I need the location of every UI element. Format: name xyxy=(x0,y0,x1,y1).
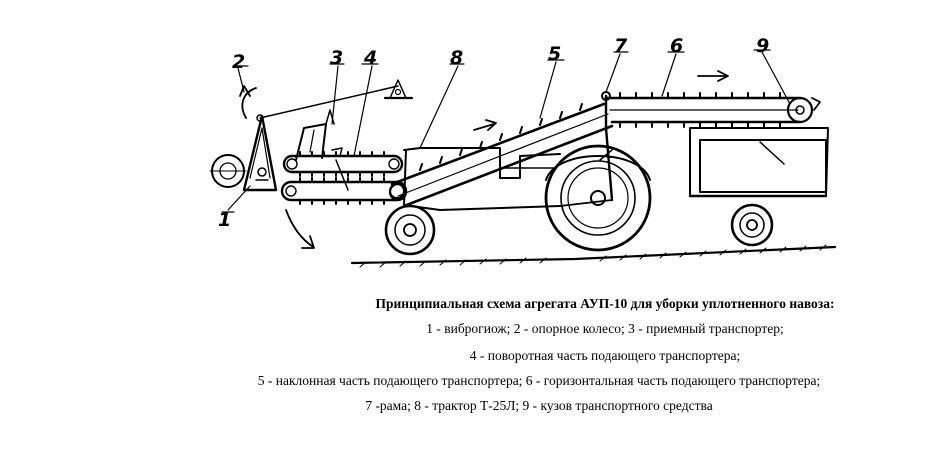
rotating-conveyor xyxy=(280,159,408,205)
label-vibro-knife: 1 xyxy=(218,209,231,231)
label-vehicle-body: 9 xyxy=(756,35,769,57)
receiving-conveyor xyxy=(282,151,404,177)
support-wheel xyxy=(209,154,247,188)
vehicle-body xyxy=(688,127,829,247)
tractor xyxy=(384,144,652,256)
caption-line-4: 7 -рама; 8 - трактор Т-25Л; 9 - кузов тр… xyxy=(365,398,713,413)
label-horizontal-conveyor: 6 xyxy=(670,35,683,57)
caption-title: Принципиальная схема агрегата АУП-10 для… xyxy=(375,296,835,311)
label-frame: 7 xyxy=(614,35,628,57)
leader-lines xyxy=(221,49,791,213)
inclined-conveyor xyxy=(388,102,614,208)
lift-cable xyxy=(259,79,414,119)
horizontal-conveyor xyxy=(604,70,821,128)
caption-line-3: 5 - наклонная часть подающего транспорте… xyxy=(257,373,821,388)
vibro-knife xyxy=(242,114,278,192)
pivot-arrows xyxy=(239,85,315,249)
ground-line xyxy=(350,244,837,268)
label-support-wheel: 2 xyxy=(232,51,245,73)
caption-line-2: 4 - поворотная часть подающего транспорт… xyxy=(469,348,741,363)
caption-line-1: 1 - виброгиож; 2 - опорное колесо; 3 - п… xyxy=(426,321,784,336)
label-rotating-conveyor: 4 xyxy=(363,47,377,69)
label-tractor: 8 xyxy=(450,47,463,69)
label-inclined-conveyor: 5 xyxy=(548,43,561,65)
label-receiving-conveyor: 3 xyxy=(330,47,343,69)
